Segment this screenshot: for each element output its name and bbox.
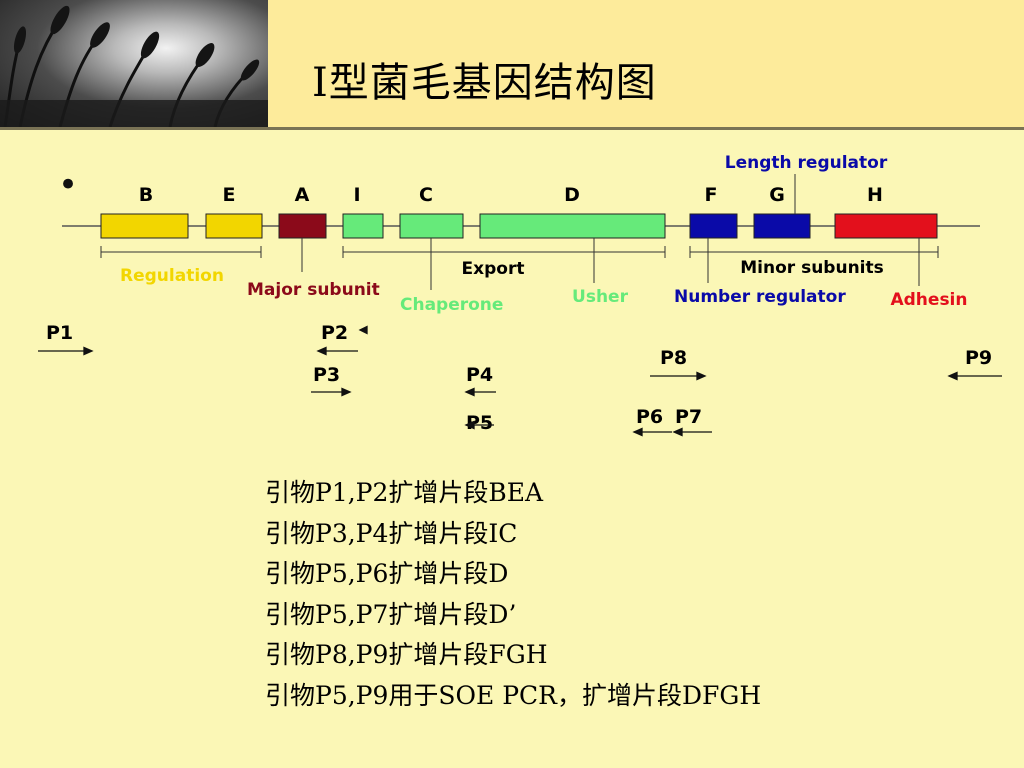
gene-letter-i: I [353,184,360,206]
gene-box-e [205,213,263,239]
primer-arrow-p7 [672,427,712,437]
label-number-regulator: Number regulator [674,287,846,307]
primer-note: 引物P5,P6扩增片段D [265,559,509,588]
bracket-export [342,246,666,258]
gene-box-a [278,213,327,239]
bracket-minor-subunits [689,246,939,258]
gene-letter-f: F [705,184,718,206]
primer-note: 引物P8,P9扩增片段FGH [265,640,548,669]
label-chaperone: Chaperone [400,295,503,315]
label-export: Export [462,259,525,279]
bullet-point: • [58,165,79,205]
primer-label-p7: P7 [675,406,702,428]
primer-note: 引物P1,P2扩增片段BEA [265,478,544,507]
primer-arrow-p6 [632,427,672,437]
primer-note: 引物P5,P7扩增片段D’ [265,599,517,629]
primer-notes-list: 引物P1,P2扩增片段BEA 引物P3,P4扩增片段IC 引物P5,P6扩增片段… [265,473,761,716]
label-major-subunit: Major subunit [247,280,380,300]
gene-box-d [479,213,666,239]
gene-box-g [753,213,811,239]
primer-note: 引物P5,P9用于SOE PCR，扩增片段DFGH [265,680,762,710]
label-usher: Usher [572,287,629,307]
primer-label-p3: P3 [313,364,340,386]
primer-arrow-p9 [947,371,1002,381]
primer-label-p9: P9 [965,347,992,369]
gene-letter-a: A [295,184,310,206]
label-adhesin: Adhesin [890,290,967,310]
primer-note: 引物P3,P4扩增片段IC [265,518,518,548]
gene-letter-d: D [564,184,580,206]
primer-label-p8: P8 [660,347,687,369]
header-divider [0,127,1024,130]
bracket-regulation [100,246,262,258]
primer-label-p1: P1 [46,322,73,344]
label-length-regulator: Length regulator [725,153,888,173]
gene-letter-g: G [769,184,785,206]
primer-label-p4: P4 [466,364,493,386]
gene-letter-b: B [139,184,153,206]
primer-arrow-p4 [464,387,496,397]
primer-label-p2: P2 [321,322,348,344]
primer-arrow-p1 [38,346,94,356]
gene-letter-e: E [223,184,236,206]
gene-box-f [689,213,738,239]
primer-label-p6: P6 [636,406,663,428]
gene-letter-h: H [867,184,883,206]
primer-arrow-p8 [650,371,707,381]
page-title: Ⅰ型菌毛基因结构图 [312,60,657,106]
gene-box-i [342,213,384,239]
primer-arrow-p3 [311,387,352,397]
fim-gene-diagram: B E A I C D F G H Length regulator Regul… [38,153,1002,437]
wheat-field-photo [0,0,268,127]
gene-letter-c: C [419,184,433,206]
gene-box-h [834,213,938,239]
gene-box-c [399,213,464,239]
label-regulation: Regulation [120,266,224,286]
gene-box-b [100,213,189,239]
primer-arrow-p5 [464,420,494,430]
label-minor-subunits: Minor subunits [740,258,884,278]
primer-arrow-p2 [316,325,368,356]
